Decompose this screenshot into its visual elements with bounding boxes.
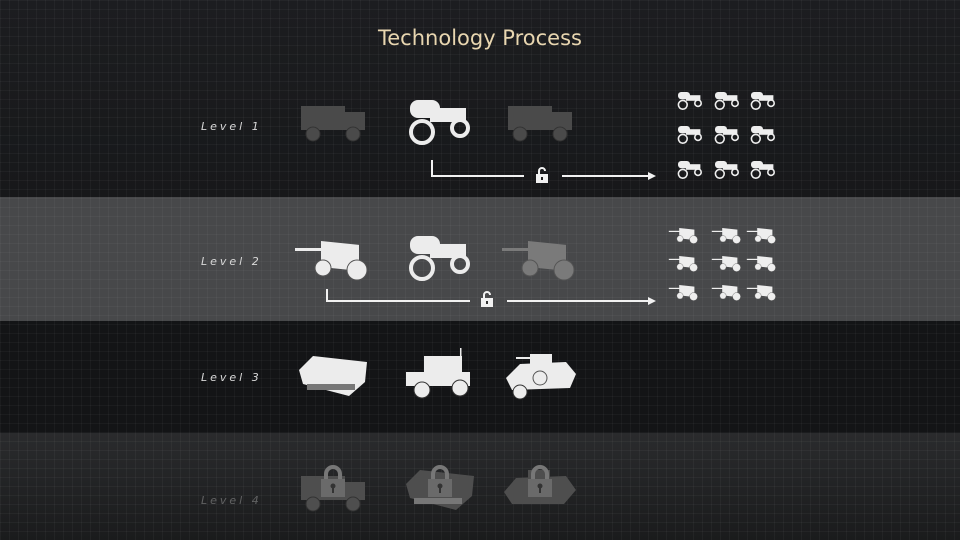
reward-field-gun-icon [746,279,778,303]
reward-motorcycle-icon [747,157,779,181]
apc-icon [293,356,373,408]
connector-line [431,175,524,177]
reward-field-gun-icon [711,279,743,303]
level-label: Level 4 [201,494,262,507]
reward-field-gun-icon [746,222,778,246]
apc-icon [400,470,480,522]
level-2-row [0,197,960,321]
connector-line [326,300,470,302]
level-1-row [0,0,960,197]
page-title: Technology Process [378,26,582,50]
field-gun-icon [500,240,580,288]
unlock-icon[interactable] [535,167,549,183]
motorcycle-unit-unlocked[interactable] [400,228,480,284]
reward-field-gun-icon [668,222,700,246]
connector-line [431,160,433,177]
field-gun-icon [293,240,373,288]
lock-icon [319,464,347,502]
field-gun-unit-faded[interactable] [500,228,580,284]
reward-motorcycle-icon [674,122,706,146]
reward-motorcycle-icon [711,157,743,181]
reward-field-gun-icon [711,222,743,246]
tank-icon [500,470,580,522]
truck-unit-faded[interactable] [500,92,580,148]
motorcycle-unit-unlocked[interactable] [400,92,480,148]
reward-field-gun-icon [711,250,743,274]
arrow-head [648,297,656,305]
reward-motorcycle-icon [747,122,779,146]
arrow-head [648,172,656,180]
tank-unit-locked[interactable] [500,462,580,518]
truck-icon [293,106,373,152]
level-label: Level 3 [201,371,262,384]
motorcycle-icon [400,100,480,152]
motorcycle-icon [400,236,480,288]
arrow-line [562,175,648,177]
reward-motorcycle-icon [711,122,743,146]
armored-car-icon [500,354,580,408]
lock-icon [526,464,554,502]
armored-car-unit-unlocked[interactable] [500,348,580,404]
arrow-line [507,300,648,302]
lock-icon [426,464,454,502]
apc-unit-locked[interactable] [400,462,480,518]
field-gun-unit-unlocked[interactable] [293,228,373,284]
reward-motorcycle-icon [674,88,706,112]
level-4-row [0,433,960,540]
reward-motorcycle-icon [747,88,779,112]
truck-unit-faded[interactable] [293,92,373,148]
jeep-unit-unlocked[interactable] [400,348,480,404]
unlock-icon[interactable] [480,291,494,307]
reward-motorcycle-icon [674,157,706,181]
jeep-icon [400,348,480,408]
reward-motorcycle-icon [711,88,743,112]
level-label: Level 1 [201,120,262,133]
apc-unit-unlocked[interactable] [293,348,373,404]
level-label: Level 2 [201,255,262,268]
truck-icon [293,476,373,522]
reward-field-gun-icon [668,279,700,303]
reward-field-gun-icon [746,250,778,274]
truck-unit-locked[interactable] [293,462,373,518]
level-3-row [0,321,960,433]
reward-field-gun-icon [668,250,700,274]
truck-icon [500,106,580,152]
connector-line [326,289,328,302]
